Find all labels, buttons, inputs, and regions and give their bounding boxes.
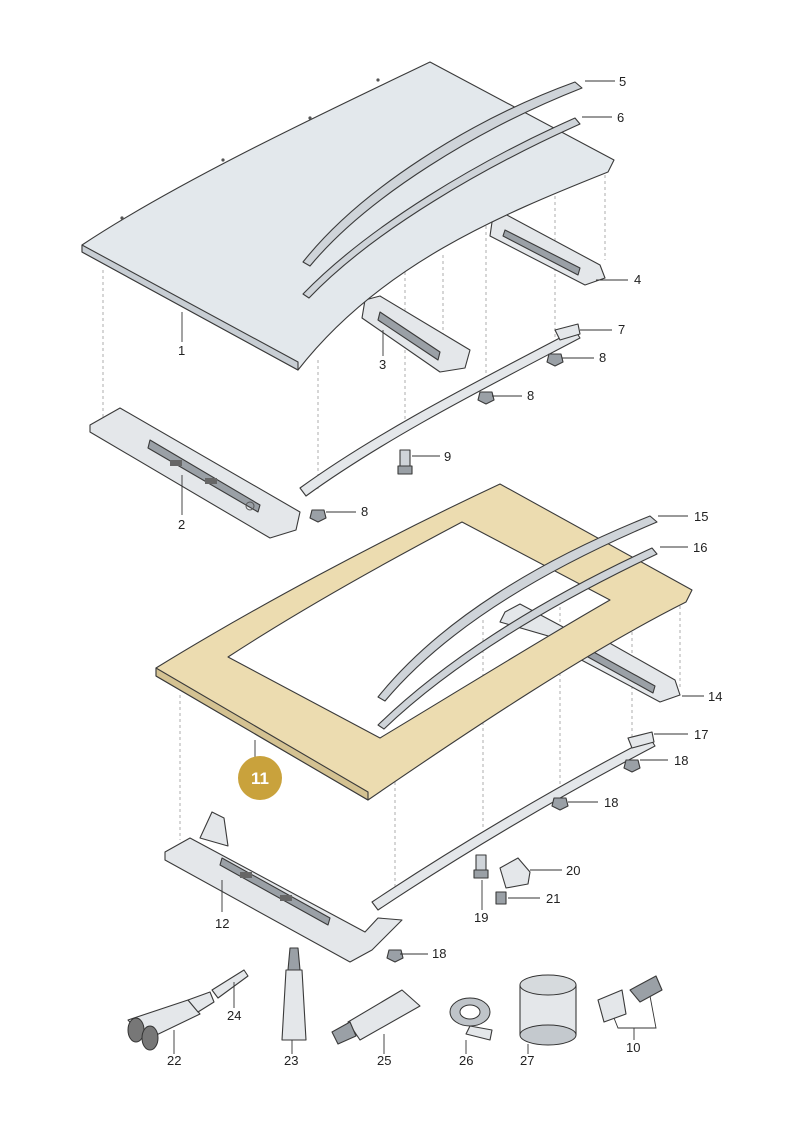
label-19: 19 bbox=[474, 910, 488, 925]
label-18a: 18 bbox=[674, 753, 688, 768]
label-15: 15 bbox=[694, 509, 708, 524]
label-8a: 8 bbox=[599, 350, 606, 365]
label-25: 25 bbox=[377, 1053, 391, 1068]
part-6-roof-rail bbox=[302, 117, 581, 299]
label-22: 22 bbox=[167, 1053, 181, 1068]
part-25-tube bbox=[331, 989, 421, 1045]
label-3: 3 bbox=[379, 357, 386, 372]
part-22-nozzle bbox=[127, 991, 215, 1051]
part-7-bracket-strip bbox=[299, 323, 581, 497]
label-26: 26 bbox=[459, 1053, 473, 1068]
part-2-front-bow bbox=[89, 407, 301, 539]
part-10-plugs bbox=[597, 975, 663, 1023]
fasteners-lower bbox=[386, 759, 641, 963]
part-4-cross-member bbox=[489, 213, 606, 286]
callout-11-label: 11 bbox=[251, 769, 269, 788]
label-17: 17 bbox=[694, 727, 708, 742]
label-20: 20 bbox=[566, 863, 580, 878]
part-15-roof-rail bbox=[377, 515, 658, 702]
part-11-roof-frame bbox=[155, 483, 693, 801]
label-24: 24 bbox=[227, 1008, 241, 1023]
label-7: 7 bbox=[618, 322, 625, 337]
label-18b: 18 bbox=[604, 795, 618, 810]
label-12: 12 bbox=[215, 916, 229, 931]
callout-11: 11 bbox=[238, 756, 282, 800]
label-9: 9 bbox=[444, 449, 451, 464]
callout-11-badge bbox=[238, 756, 282, 800]
label-8b: 8 bbox=[527, 388, 534, 403]
part-23-tube bbox=[281, 947, 307, 1041]
part-12-front-bow bbox=[164, 811, 403, 963]
part-3-cross-member bbox=[361, 295, 471, 373]
part-27-container bbox=[519, 974, 577, 1046]
part-5-roof-rail bbox=[302, 81, 583, 267]
leader-lines bbox=[173, 80, 704, 1054]
label-16: 16 bbox=[693, 540, 707, 555]
label-14: 14 bbox=[708, 689, 722, 704]
part-24-nozzle-tip bbox=[211, 969, 249, 999]
label-8c: 8 bbox=[361, 504, 368, 519]
part-number-labels: 1 2 3 4 5 6 7 8 8 8 9 15 16 14 17 18 18 … bbox=[167, 74, 722, 1068]
fasteners-upper bbox=[309, 353, 564, 523]
label-6: 6 bbox=[617, 110, 624, 125]
label-21: 21 bbox=[546, 891, 560, 906]
label-5: 5 bbox=[619, 74, 626, 89]
part-16-roof-rail bbox=[377, 547, 658, 730]
label-1: 1 bbox=[178, 343, 185, 358]
label-27: 27 bbox=[520, 1053, 534, 1068]
part-17-bracket-strip bbox=[371, 731, 656, 911]
label-2: 2 bbox=[178, 517, 185, 532]
label-18c: 18 bbox=[432, 946, 446, 961]
label-10: 10 bbox=[626, 1040, 640, 1055]
label-4: 4 bbox=[634, 272, 641, 287]
part-26-tape-roll bbox=[449, 997, 493, 1041]
label-23: 23 bbox=[284, 1053, 298, 1068]
